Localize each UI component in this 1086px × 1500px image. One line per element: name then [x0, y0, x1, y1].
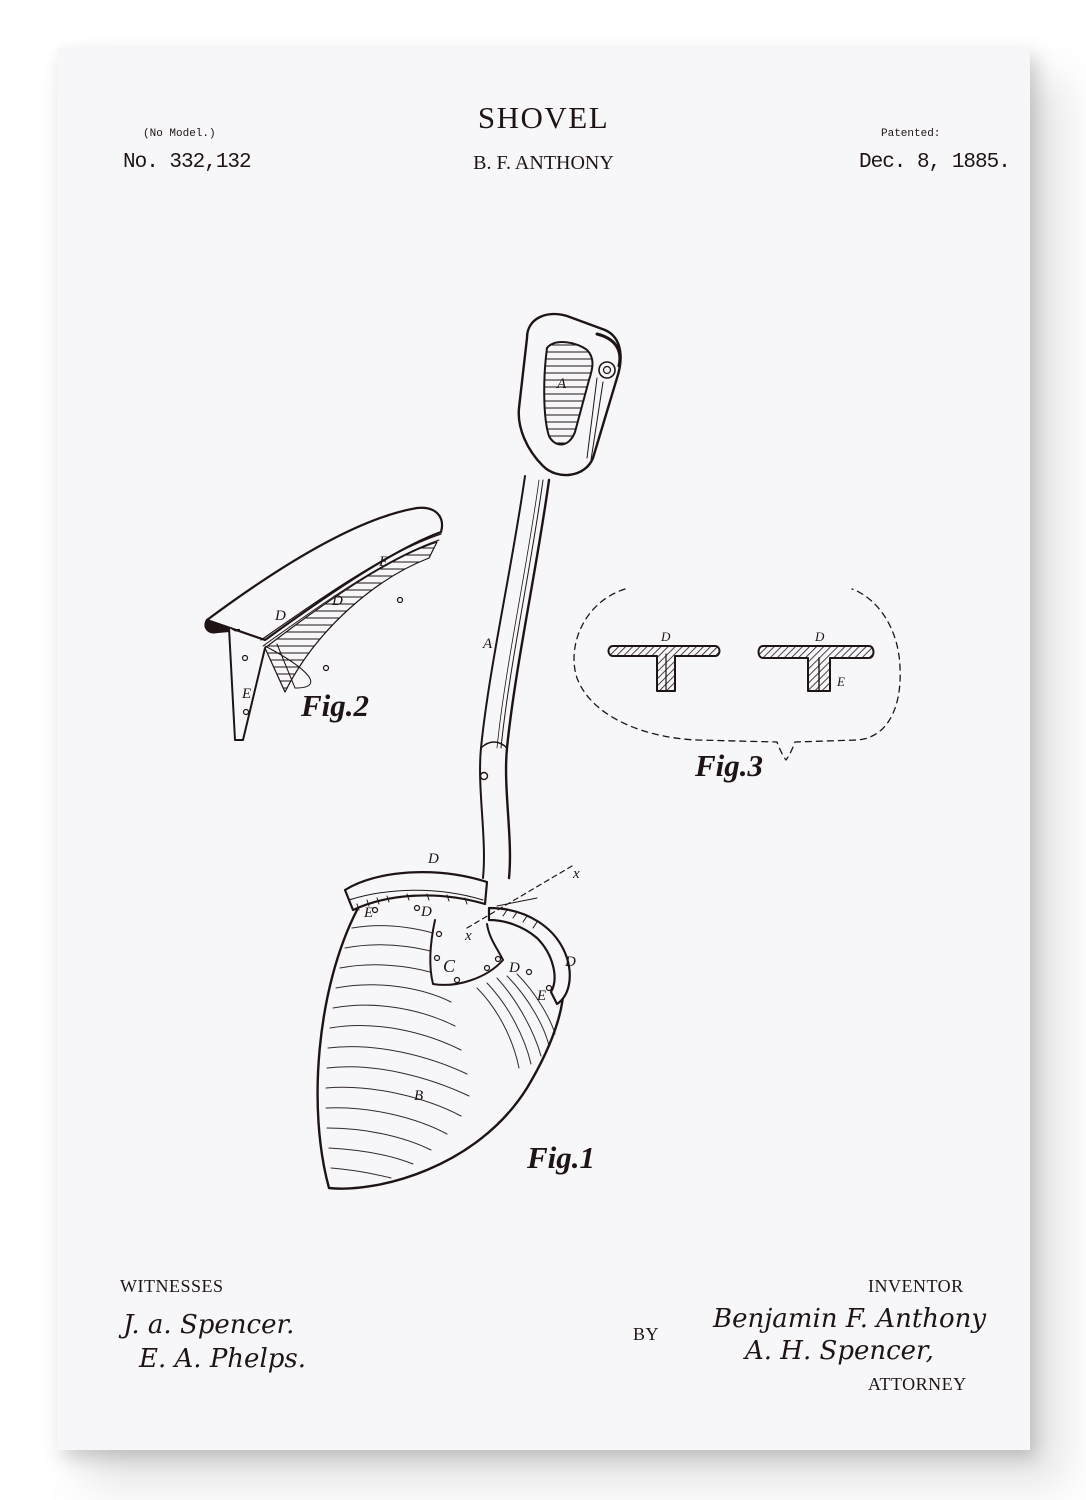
svg-text:E: E [378, 554, 388, 570]
attorney-signature: A. H. Spencer, [745, 1336, 934, 1366]
svg-text:A: A [482, 636, 493, 652]
svg-text:D: D [331, 593, 343, 609]
svg-text:A: A [556, 376, 567, 392]
fig1-label: Fig.1 [527, 1140, 596, 1175]
svg-text:D: D [564, 954, 576, 970]
witness-signature-1: J. a. Spencer. [123, 1310, 295, 1340]
fig3-sections: D D E [573, 588, 901, 761]
svg-text:E: E [836, 674, 845, 689]
svg-text:D: D [420, 904, 432, 920]
attorney-label: ATTORNEY [868, 1374, 967, 1394]
svg-text:x: x [572, 866, 580, 882]
svg-text:D: D [427, 851, 439, 867]
inventor-label: INVENTOR [868, 1276, 964, 1296]
patent-date: Dec. 8, 1885. [859, 151, 1011, 174]
patent-drawing: A A D E D x C D D E x B [204, 312, 901, 1190]
svg-text:B: B [414, 1088, 423, 1104]
patent-title: SHOVEL [477, 100, 610, 135]
svg-text:D: D [660, 629, 671, 644]
by-label: BY [633, 1324, 660, 1344]
svg-text:E: E [536, 988, 546, 1004]
patented-label: Patented: [881, 128, 941, 140]
fig1-shovel: A A D E D x C D D E x B [316, 312, 622, 1190]
patent-print: (No Model.) No. 332,132 SHOVEL B. F. ANT… [57, 48, 1030, 1450]
svg-text:D: D [508, 960, 520, 976]
witness-signature-2: E. A. Phelps. [139, 1344, 307, 1374]
patent-number: No. 332,132 [123, 151, 252, 174]
fig3-label: Fig.3 [695, 748, 764, 783]
svg-text:C: C [443, 956, 456, 976]
inventor-signature: Benjamin F. Anthony [713, 1304, 987, 1334]
svg-text:E: E [241, 686, 251, 702]
witnesses-label: WITNESSES [120, 1276, 224, 1296]
model-note: (No Model.) [143, 128, 216, 140]
svg-text:D: D [274, 608, 286, 624]
svg-text:D: D [814, 629, 825, 644]
fig2-rim: D D E E [204, 506, 444, 741]
fig2-label: Fig.2 [301, 688, 370, 723]
svg-text:E: E [363, 905, 373, 921]
inventor-name: B. F. ANTHONY [473, 152, 614, 174]
svg-text:x: x [464, 928, 472, 944]
